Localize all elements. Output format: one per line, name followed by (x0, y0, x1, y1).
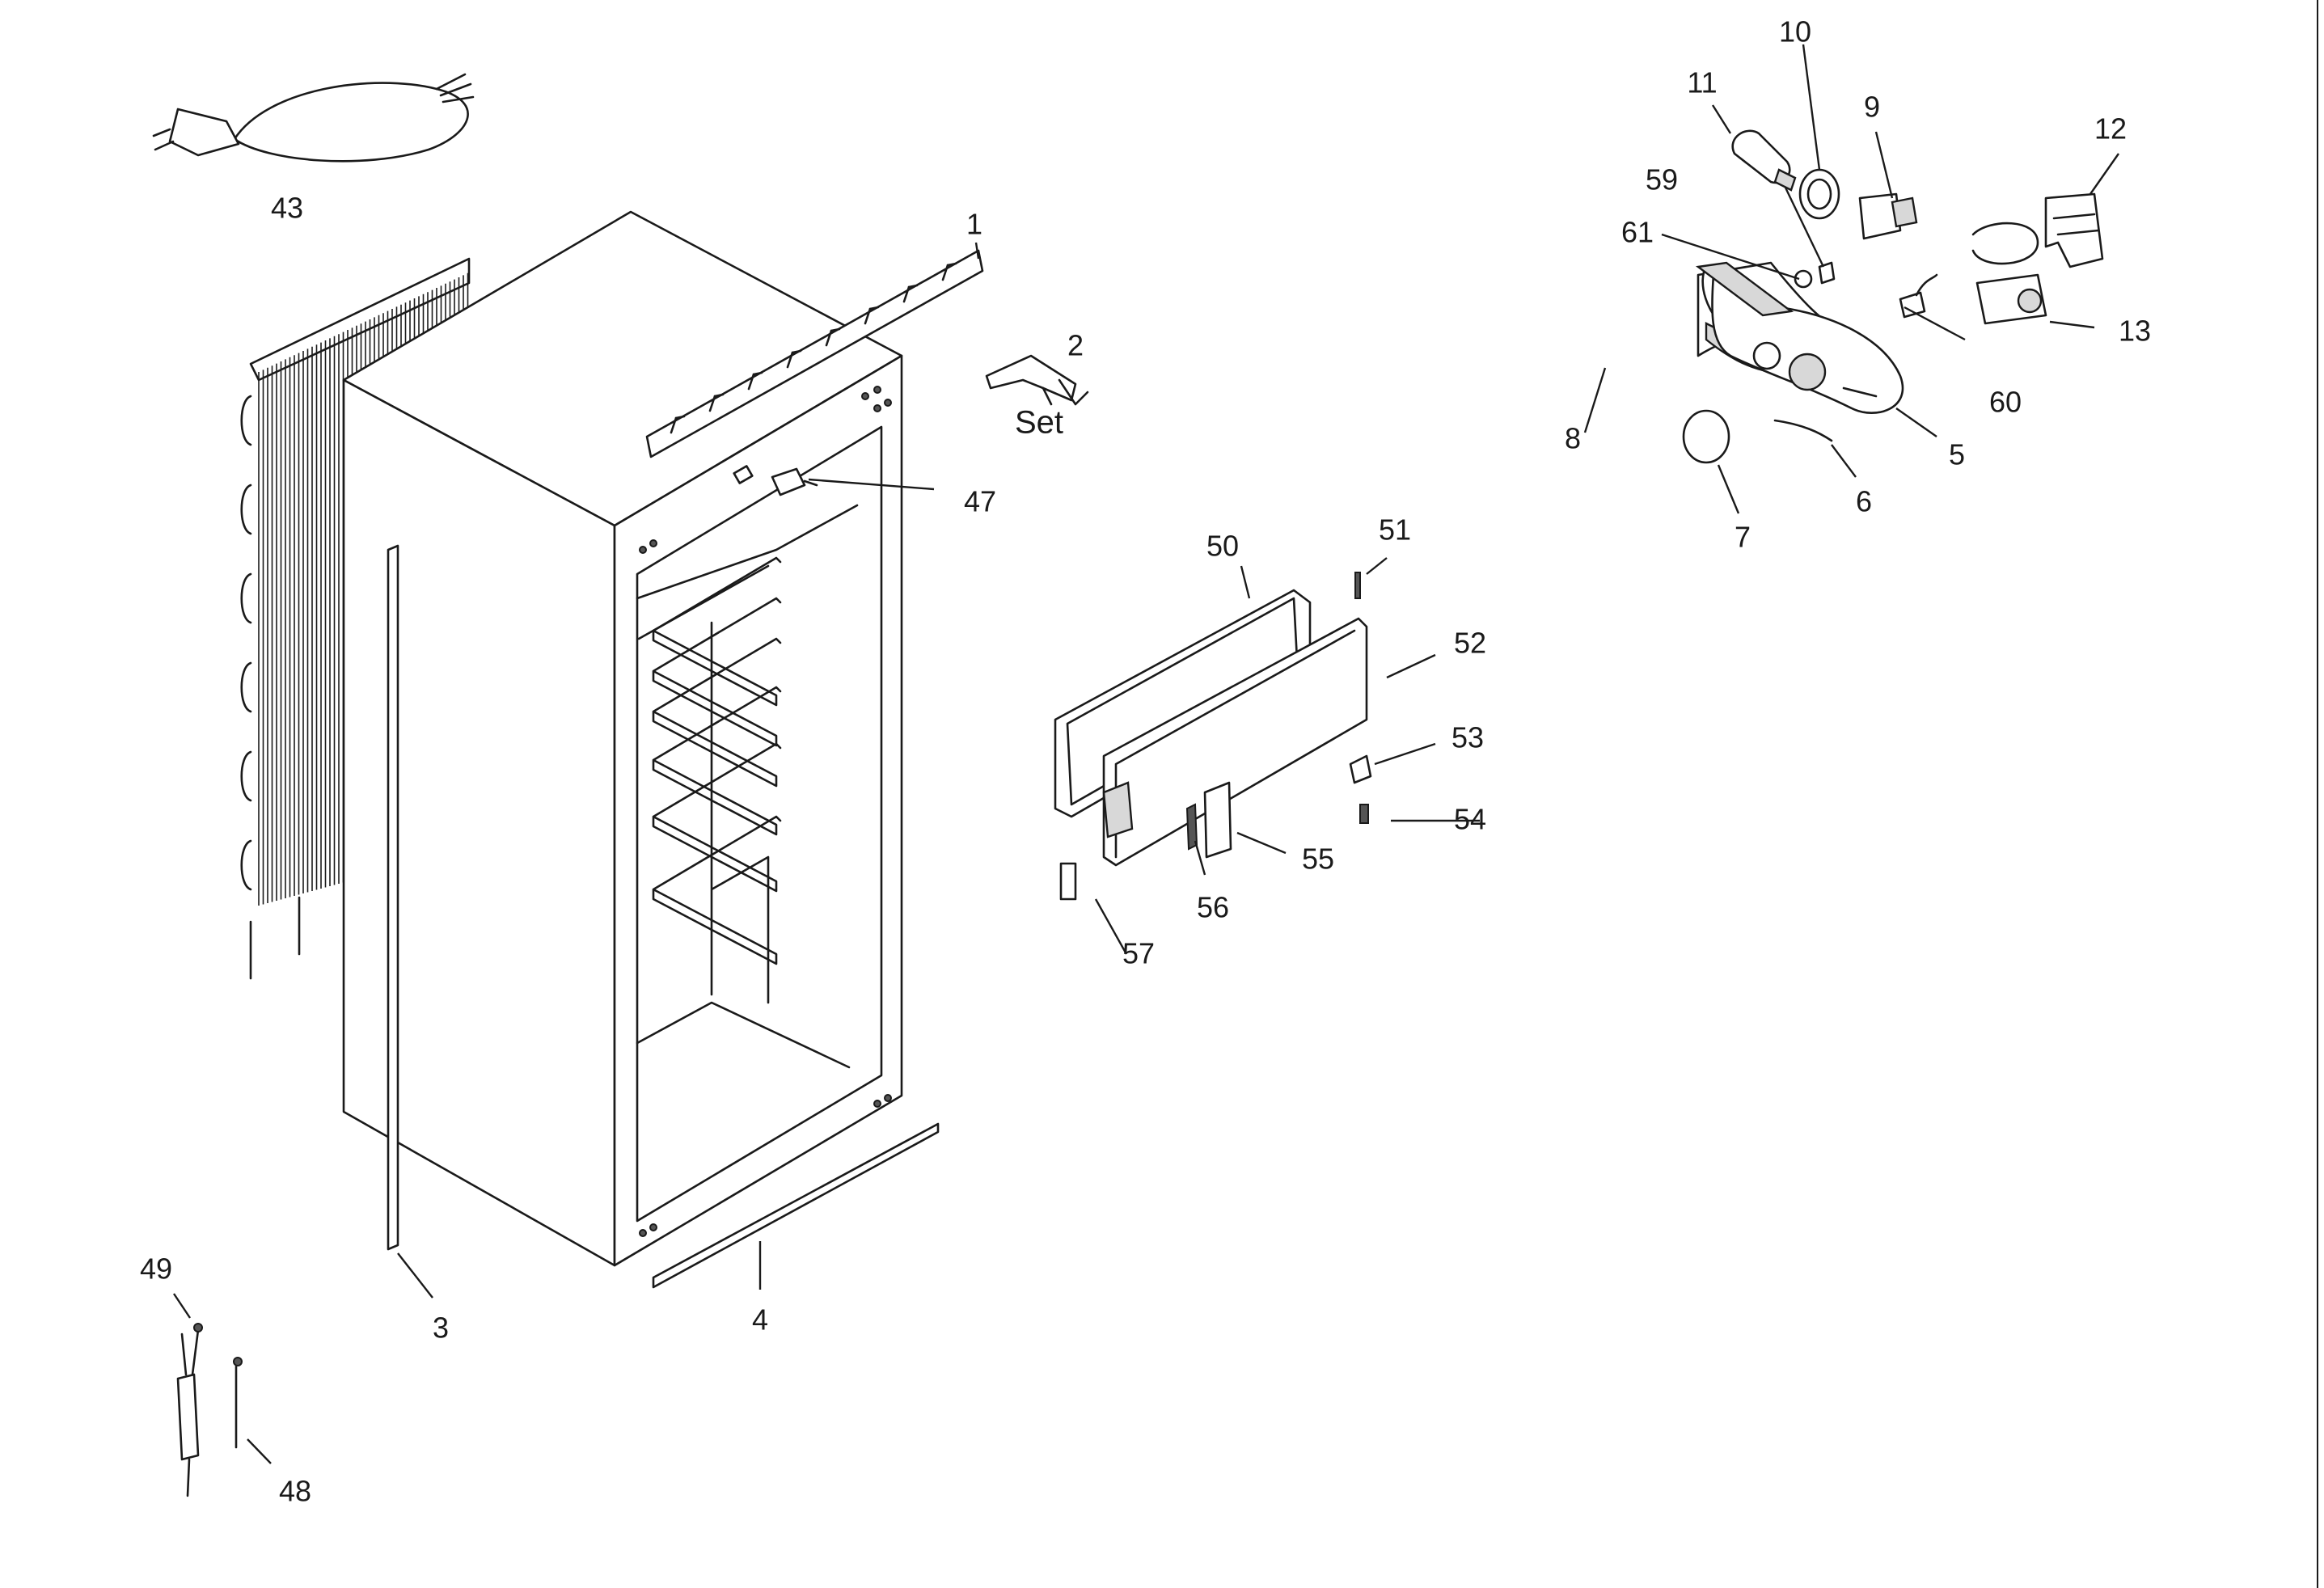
callout-47: 47 (964, 485, 996, 518)
callout-set: Set (1015, 405, 1063, 441)
power-cord-43 (152, 73, 475, 163)
callout-13: 13 (2119, 315, 2151, 348)
callout-2: 2 (1067, 329, 1084, 362)
callout-4: 4 (752, 1303, 768, 1337)
bottom-strip-4 (652, 1122, 940, 1289)
callout-9: 9 (1864, 91, 1880, 124)
cabinet-body (342, 210, 903, 1267)
callout-57: 57 (1122, 937, 1155, 970)
callout-6: 6 (1856, 485, 1872, 518)
callout-7: 7 (1735, 521, 1751, 554)
callout-1: 1 (966, 208, 982, 241)
callout-8: 8 (1565, 422, 1581, 455)
callout-55: 55 (1302, 843, 1334, 876)
callout-12: 12 (2094, 112, 2127, 146)
callout-49: 49 (140, 1252, 172, 1286)
callout-43: 43 (271, 192, 303, 225)
callout-51: 51 (1379, 513, 1411, 547)
callout-54: 54 (1454, 803, 1486, 836)
callout-61: 61 (1621, 216, 1654, 249)
switch-47 (771, 467, 818, 496)
callout-53: 53 (1451, 721, 1484, 754)
hinge-set-2 (985, 354, 1089, 406)
callout-52: 52 (1454, 627, 1486, 660)
callout-leaders (173, 44, 2119, 1464)
callout-11: 11 (1687, 66, 1717, 99)
defrost-heater-49 (176, 1323, 203, 1497)
callout-48: 48 (279, 1475, 311, 1508)
evaporator-door-assembly (1054, 572, 1372, 901)
callout-56: 56 (1197, 891, 1229, 924)
callout-3: 3 (433, 1311, 449, 1345)
callout-59: 59 (1646, 163, 1678, 196)
callout-5: 5 (1949, 438, 1965, 471)
door-gasket-3 (387, 544, 399, 1251)
callout-10: 10 (1779, 15, 1811, 49)
callout-50: 50 (1206, 530, 1239, 563)
top-rail-1 (645, 249, 984, 458)
callout-60: 60 (1989, 386, 2022, 419)
callout-labels: 1 2 Set 3 4 5 6 7 8 9 10 11 12 13 43 47 … (140, 15, 2151, 1508)
thermostat-housing-assembly (1682, 129, 2104, 464)
sensor-48 (233, 1357, 243, 1449)
